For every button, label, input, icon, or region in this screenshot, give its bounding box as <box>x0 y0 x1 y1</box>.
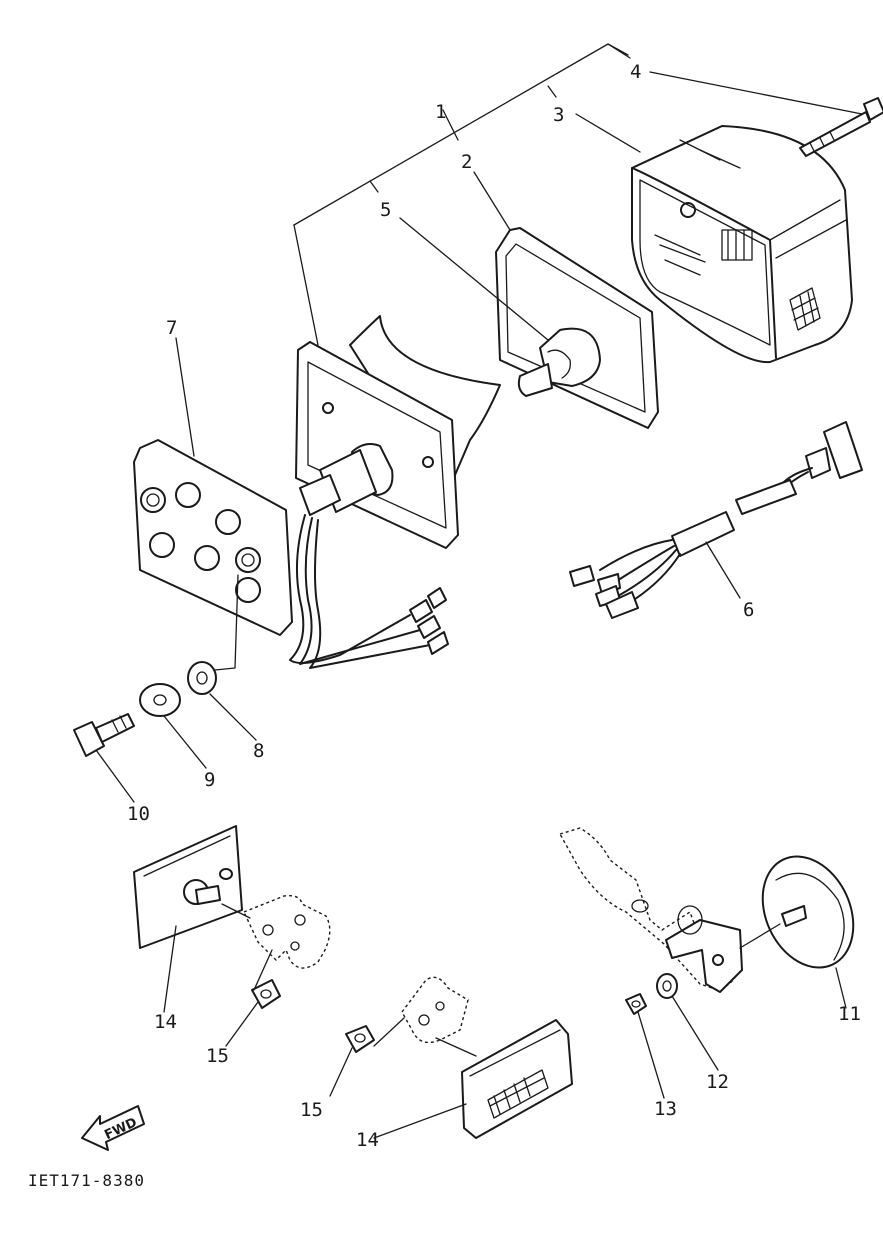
part-14-bracket-center <box>401 976 469 1044</box>
part-10-bolt <box>73 713 135 757</box>
callout-8: 8 <box>253 740 264 762</box>
callout-14-bottom: 14 <box>356 1129 379 1151</box>
part-12-washer <box>656 973 678 999</box>
callout-3: 3 <box>553 104 564 126</box>
harness-wires-lamp <box>289 514 449 669</box>
callout-2: 2 <box>461 151 472 173</box>
leader-lines <box>95 71 863 1139</box>
part-11-reflector-round <box>761 855 855 969</box>
callout-11: 11 <box>838 1003 861 1025</box>
part-8-grommet <box>187 574 239 695</box>
callout-6: 6 <box>743 599 754 621</box>
callout-7: 7 <box>166 317 177 339</box>
assembly-bracket-lines <box>293 43 631 346</box>
callout-15-left: 15 <box>206 1045 229 1067</box>
part-3-lens-housing <box>631 125 853 364</box>
callout-10: 10 <box>127 803 150 825</box>
callout-12: 12 <box>706 1071 729 1093</box>
part-5-bulb <box>517 327 601 397</box>
part-1-lamp-body <box>295 315 501 549</box>
part-14-reflector-left <box>133 825 243 949</box>
diagram-code: IET171-8380 <box>28 1171 145 1190</box>
part-14-bracket-left <box>243 894 331 969</box>
part-14-reflector-bottom <box>461 1019 573 1139</box>
fwd-arrow: FWD <box>81 1105 145 1151</box>
callout-14-left: 14 <box>154 1011 177 1033</box>
callout-13: 13 <box>654 1098 677 1120</box>
callout-labels: 1 2 3 4 5 6 7 8 9 10 11 12 13 14 14 15 1… <box>127 61 861 1151</box>
part-13-nut <box>625 993 647 1015</box>
callout-1: 1 <box>435 101 446 123</box>
part-11-bracket-right <box>558 827 743 993</box>
callout-5: 5 <box>380 199 391 221</box>
part-9-washer <box>139 683 181 717</box>
callout-4: 4 <box>630 61 641 83</box>
part-15-nut-center <box>345 1025 375 1053</box>
part-15-nut-left <box>251 979 281 1009</box>
part-6-wire-harness <box>569 421 863 619</box>
part-4-screw <box>799 97 883 157</box>
callout-9: 9 <box>204 769 215 791</box>
callout-15-center: 15 <box>300 1099 323 1121</box>
part-7-back-plate <box>133 439 293 636</box>
